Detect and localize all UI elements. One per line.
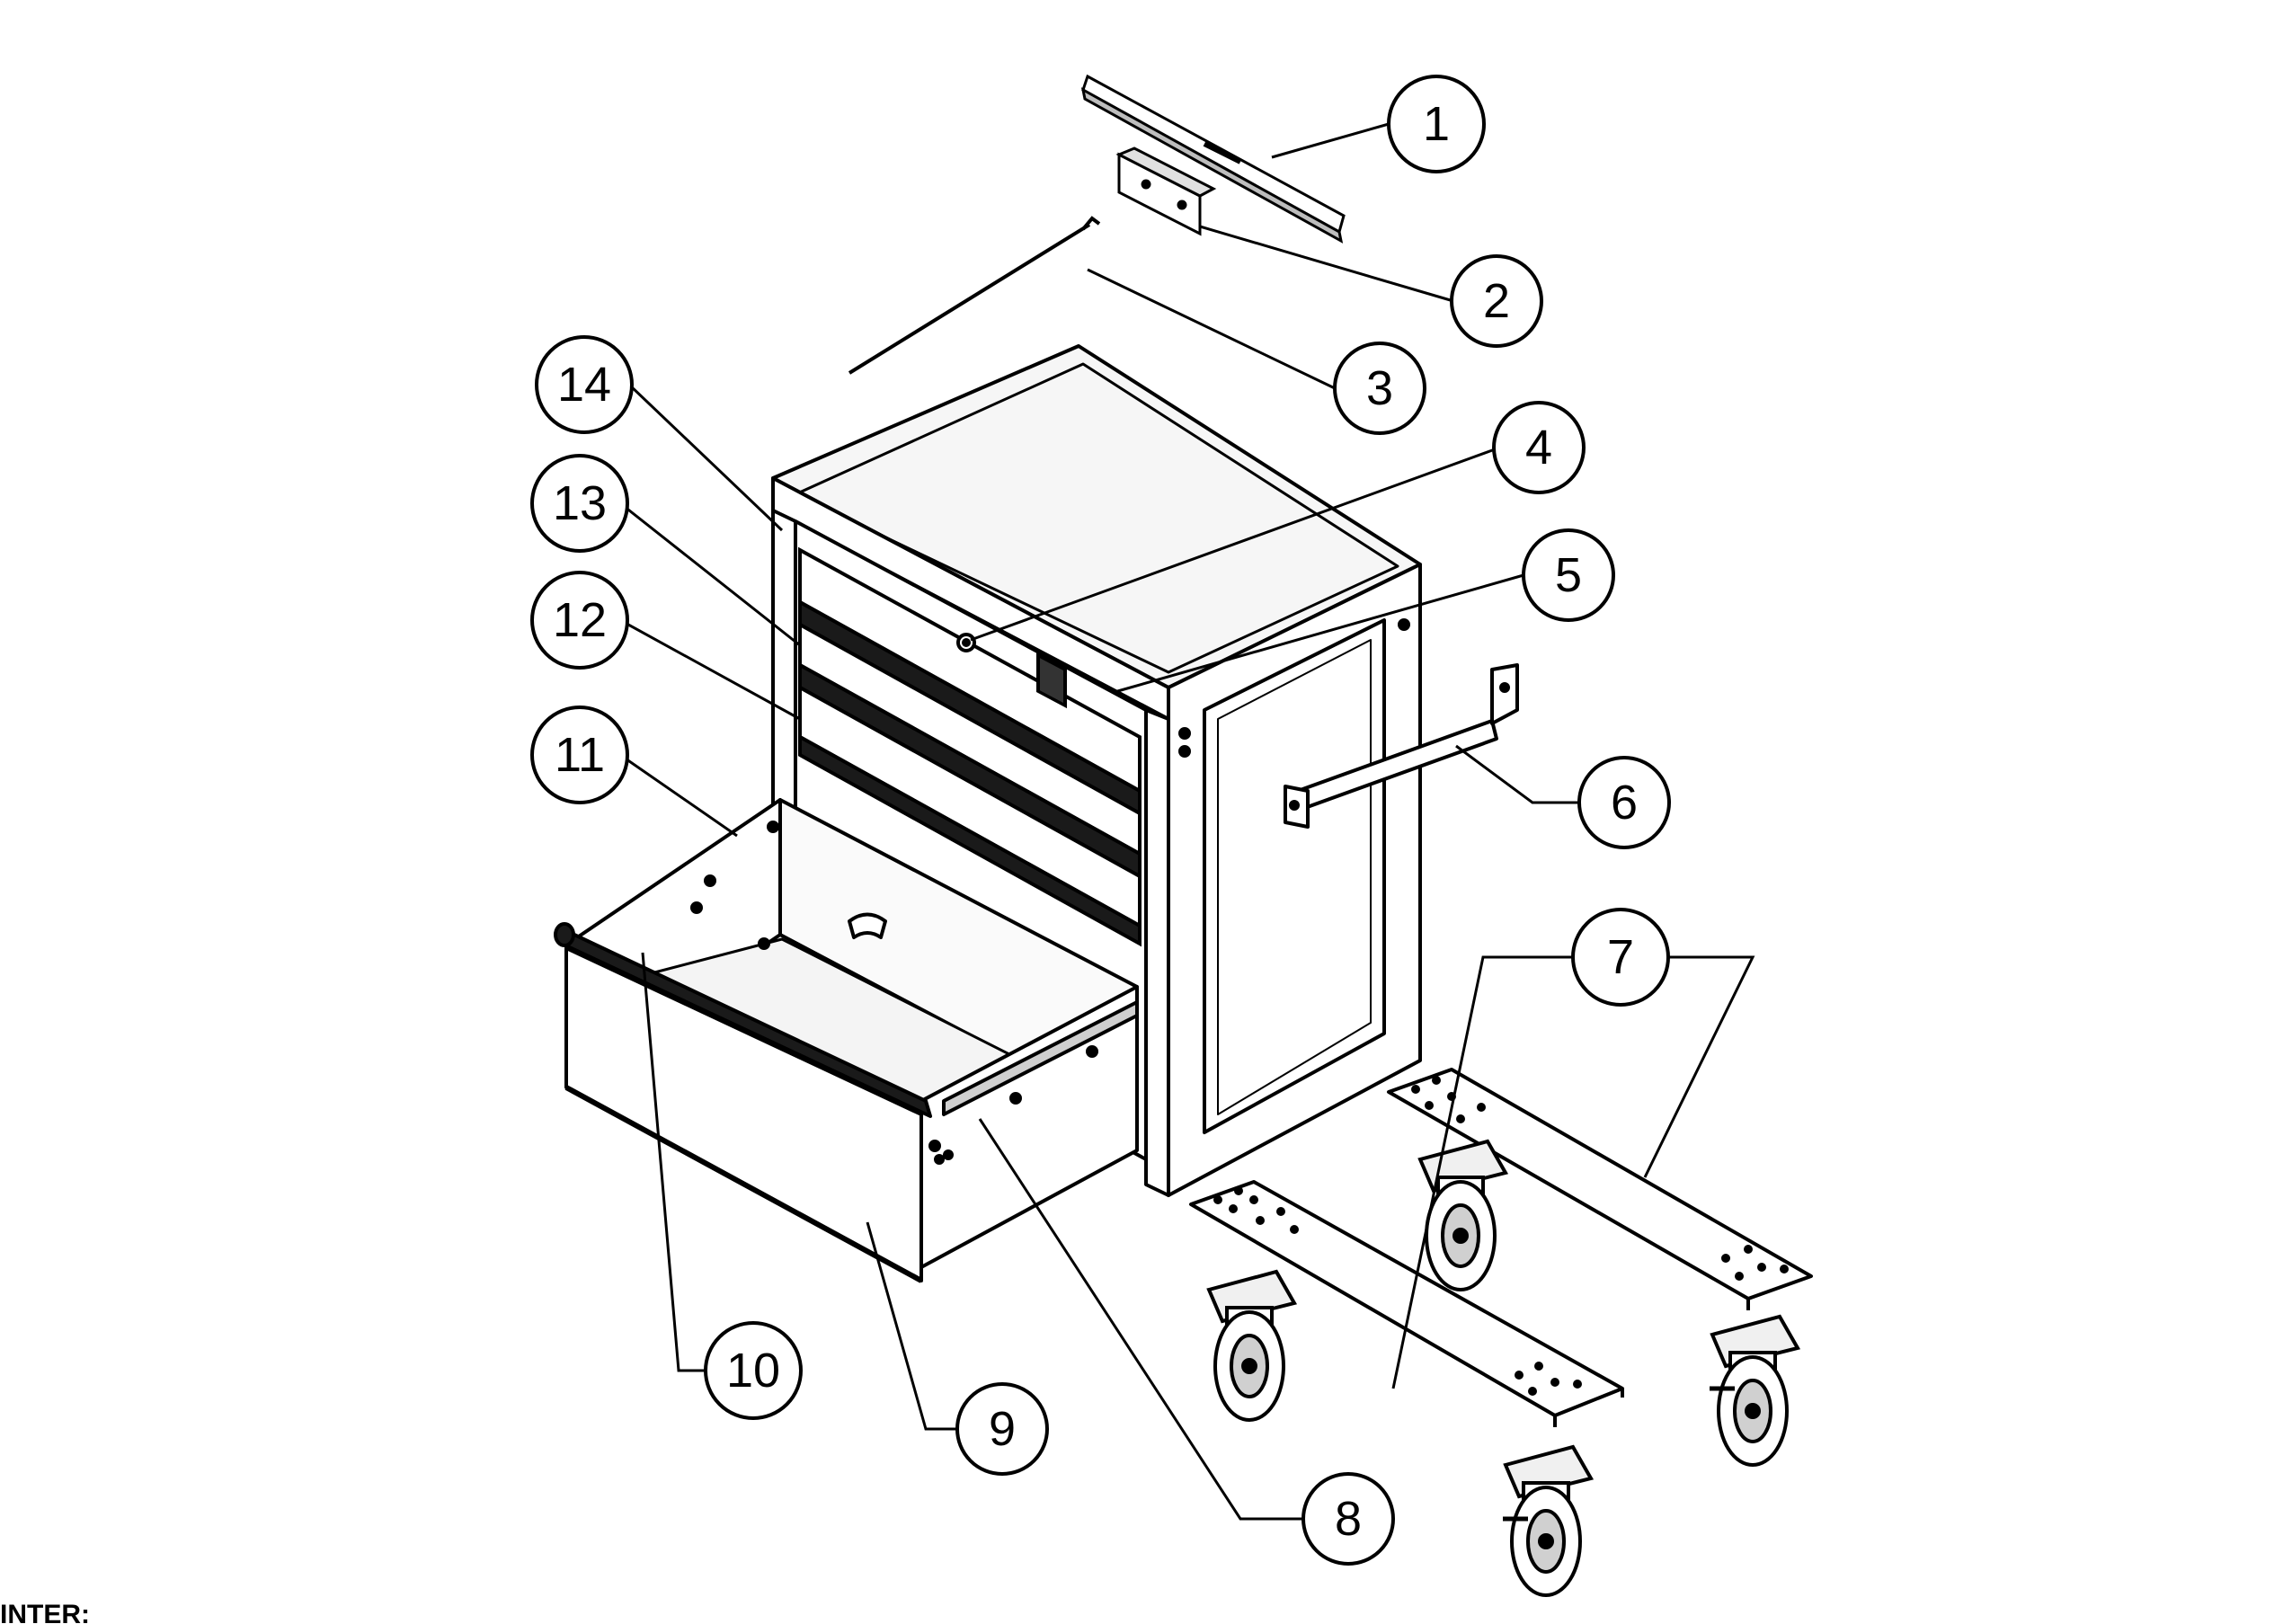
callout-2: 2: [1450, 254, 1543, 348]
caster-wheel: [1710, 1314, 1801, 1467]
leader-3: [1087, 268, 1336, 390]
drawer-hole: [934, 1154, 945, 1165]
drawer-hole: [943, 1149, 954, 1160]
drawer-hole: [928, 1140, 941, 1152]
leader-8: [978, 1118, 1303, 1521]
leader-1: [1271, 122, 1390, 159]
closed-drawers: [798, 546, 1142, 947]
callout-10: 10: [704, 1321, 803, 1420]
leader-10: [641, 952, 706, 1372]
callout-6: 6: [1577, 756, 1671, 849]
callout-14: 14: [535, 335, 634, 434]
leader-6: [1455, 744, 1579, 804]
callout-13: 13: [530, 454, 629, 553]
svg-text:12: 12: [553, 593, 607, 647]
callout-11: 11: [530, 706, 629, 804]
callout-8: 8: [1301, 1472, 1395, 1566]
part-3-rod: [848, 216, 1101, 375]
drawer-bottom-lip: [564, 1085, 923, 1283]
base-plate-rear: [1387, 1068, 1813, 1300]
drawer-hole: [1009, 1092, 1022, 1105]
cabinet-side-face: [1167, 563, 1422, 1197]
drawer-hole: [767, 821, 779, 833]
leader-2: [1199, 225, 1454, 303]
post-hole: [1178, 745, 1191, 758]
svg-text:7: 7: [1607, 930, 1634, 984]
svg-text:9: 9: [989, 1402, 1016, 1456]
svg-text:5: 5: [1555, 548, 1582, 602]
part-1-rail: [1080, 74, 1346, 244]
svg-text:4: 4: [1525, 421, 1552, 475]
corner-label: INTER:: [0, 1600, 90, 1624]
cabinet-side-inset: [1203, 618, 1386, 1134]
svg-text:10: 10: [726, 1344, 780, 1398]
part-6-side-handle: [1284, 663, 1519, 829]
leader-7a: [1391, 955, 1573, 1389]
cabinet-side-inset-inner: [1217, 639, 1372, 1115]
drawer-hole: [758, 937, 770, 950]
leader-4: [970, 448, 1496, 642]
caster-wheels: [1206, 1139, 1801, 1597]
part-2-bracket: [1115, 146, 1217, 236]
lock-plate: [1036, 652, 1067, 709]
callouts: 1 2 3 4 5 6 7 8: [530, 75, 1671, 1566]
open-drawer: [554, 798, 1139, 1283]
callout-12: 12: [530, 571, 629, 670]
handle-end-cap: [554, 922, 575, 947]
drawer-slide-rail: [942, 1000, 1139, 1116]
caster-wheel: [1503, 1444, 1595, 1597]
svg-text:8: 8: [1335, 1492, 1362, 1546]
leader-7b: [1643, 955, 1755, 1178]
svg-text:11: 11: [555, 728, 605, 782]
drawer-handle-strip: [798, 733, 1142, 947]
callout-7: 7: [1571, 908, 1670, 1007]
drawer-hole: [704, 874, 716, 887]
post-hole: [1178, 727, 1191, 740]
callout-4: 4: [1492, 401, 1586, 494]
post-hole: [1398, 618, 1410, 631]
cabinet-right-post: [1144, 708, 1170, 1197]
leader-5: [1114, 573, 1524, 694]
callout-5: 5: [1522, 528, 1615, 622]
leader-9: [866, 1221, 957, 1431]
drawer-back-cutout: [848, 912, 887, 939]
callout-9: 9: [955, 1382, 1049, 1476]
drawer-hole: [690, 901, 703, 914]
svg-text:3: 3: [1366, 361, 1393, 415]
svg-text:6: 6: [1611, 776, 1638, 830]
svg-text:2: 2: [1483, 274, 1510, 328]
lock-core: [962, 638, 971, 647]
caster-wheel: [1206, 1269, 1298, 1422]
caster-wheel: [1417, 1139, 1509, 1291]
part-7-base-plates: [1189, 1068, 1813, 1427]
svg-text:13: 13: [553, 476, 607, 530]
svg-text:1: 1: [1423, 97, 1450, 151]
drawer-hole: [1086, 1045, 1098, 1058]
callout-1: 1: [1387, 75, 1486, 173]
svg-text:14: 14: [557, 358, 611, 412]
callout-3: 3: [1333, 342, 1426, 435]
